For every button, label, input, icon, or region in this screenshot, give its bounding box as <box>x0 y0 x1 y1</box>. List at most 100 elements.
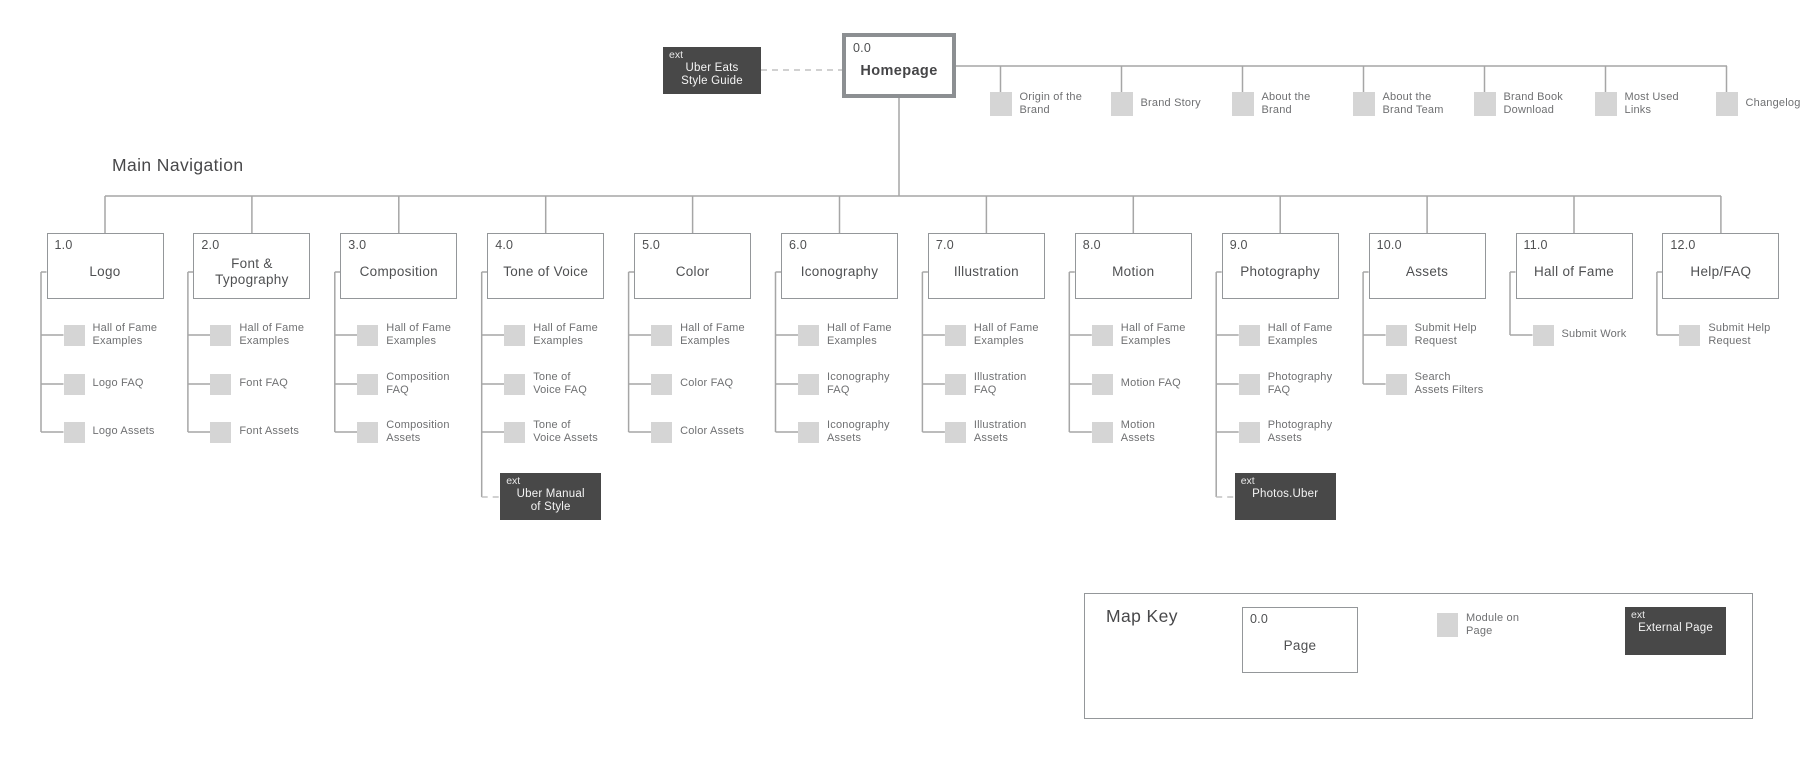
module-marker <box>1437 613 1458 637</box>
module-label: Hall of Fame Examples <box>973 321 1039 347</box>
module-hall-of-fame-examples: Hall of Fame Examples <box>63 321 158 347</box>
page-number: 5.0 <box>642 238 661 252</box>
page-title: Illustration <box>953 263 1019 279</box>
page-number: 7.0 <box>935 238 954 252</box>
module-tone-of-voice-faq: Tone of Voice FAQ <box>504 370 587 396</box>
module-label: About the Brand <box>1261 90 1311 116</box>
page-title: Font & Typography <box>215 255 289 287</box>
module-label: Color FAQ <box>680 377 734 390</box>
module-label: Color Assets <box>680 425 745 438</box>
module-marker <box>1352 92 1375 116</box>
module-marker <box>1091 421 1113 443</box>
module-color-faq: Color FAQ <box>651 373 734 395</box>
module-label: Tone of Voice FAQ <box>533 370 587 396</box>
module-marker <box>1385 373 1407 395</box>
module-marker <box>1231 92 1254 116</box>
module-marker <box>1385 324 1407 346</box>
page-title: Iconography <box>800 263 879 279</box>
module-label: Tone of Voice Assets <box>533 418 598 444</box>
page-number: 10.0 <box>1376 238 1402 252</box>
module-label: Submit Help Request <box>1708 321 1771 347</box>
module-marker <box>1091 373 1113 395</box>
page-number: 6.0 <box>789 238 807 252</box>
module-label: Submit Work <box>1561 328 1627 341</box>
module-illustration-assets: Illustration Assets <box>944 419 1027 444</box>
page-title: Composition <box>359 263 438 279</box>
homepage-module-brand-book-download: Brand Book Download <box>1473 90 1563 116</box>
external-node-label: External Page <box>1638 621 1713 634</box>
module-motion-faq: Motion FAQ <box>1091 373 1181 395</box>
page-title: Help/FAQ <box>1690 263 1752 279</box>
module-marker <box>944 373 966 395</box>
module-font-faq: Font FAQ <box>210 373 288 395</box>
module-submit-help-request: Submit Help Request <box>1679 321 1771 347</box>
module-marker <box>1715 92 1738 116</box>
module-label: Motion Assets <box>1120 418 1156 444</box>
main-navigation-label: Main Navigation <box>112 155 244 175</box>
module-marker <box>504 421 526 443</box>
module-font-assets: Font Assets <box>210 421 300 443</box>
module-label: Composition Assets <box>386 418 450 444</box>
module-photography-assets: Photography Assets <box>1238 418 1333 444</box>
module-label: Photography FAQ <box>1267 370 1333 396</box>
external-node-label: Photos.Uber <box>1252 487 1319 500</box>
page-title: Photography <box>1240 263 1321 279</box>
module-marker <box>1473 92 1496 116</box>
page-title: Assets <box>1405 263 1449 279</box>
module-hall-of-fame-examples: Hall of Fame Examples <box>1091 322 1186 347</box>
page-number: 8.0 <box>1082 238 1101 252</box>
module-composition-faq: Composition FAQ <box>357 371 449 396</box>
module-label: Hall of Fame Examples <box>92 321 158 347</box>
page-title: Homepage <box>860 62 938 79</box>
module-iconography-faq: Iconography FAQ <box>798 371 890 396</box>
module-marker <box>504 373 526 395</box>
module-hall-of-fame-examples: Hall of Fame Examples <box>651 322 745 347</box>
homepage-module-origin-of-the-brand: Origin of the Brand <box>989 91 1083 116</box>
module-label: Hall of Fame Examples <box>386 321 452 347</box>
module-submit-help-request: Submit Help Request <box>1385 322 1477 347</box>
module-hall-of-fame-examples: Hall of Fame Examples <box>210 322 304 347</box>
module-marker <box>357 324 379 346</box>
module-marker <box>504 324 526 346</box>
module-label: Font Assets <box>239 425 300 438</box>
module-marker <box>357 373 379 395</box>
module-marker <box>1091 324 1113 346</box>
external-tag: ext <box>506 475 521 487</box>
module-label: Module on Page <box>1466 611 1520 637</box>
module-marker <box>798 324 819 346</box>
module-label: Photography Assets <box>1267 418 1333 444</box>
external-tag: ext <box>669 49 684 61</box>
homepage-module-about-the-brand: About the Brand <box>1231 90 1311 116</box>
module-label: Illustration FAQ <box>973 370 1027 396</box>
module-label: Logo FAQ <box>92 377 144 390</box>
external-node-label: Uber Eats Style Guide <box>681 61 743 88</box>
module-marker <box>63 421 85 443</box>
module-marker <box>1238 373 1260 395</box>
homepage-module-changelog: Changelog <box>1715 92 1801 116</box>
module-marker <box>798 373 819 395</box>
module-hall-of-fame-examples: Hall of Fame Examples <box>944 321 1039 347</box>
page-title: Page <box>1283 637 1317 653</box>
external-node-uber-eats-style-guide: ext Uber Eats Style Guide <box>663 47 761 94</box>
module-marker <box>63 373 85 395</box>
module-iconography-assets: Iconography Assets <box>798 419 890 444</box>
module-label: Brand Book Download <box>1503 90 1563 116</box>
module-marker <box>1238 324 1260 346</box>
page-number: 11.0 <box>1523 238 1548 252</box>
homepage-module-most-used-links: Most Used Links <box>1594 91 1679 116</box>
module-marker <box>944 324 966 346</box>
map-key-box <box>1084 593 1753 719</box>
module-logo-assets: Logo Assets <box>63 421 155 443</box>
page-title: Tone of Voice <box>503 263 589 279</box>
